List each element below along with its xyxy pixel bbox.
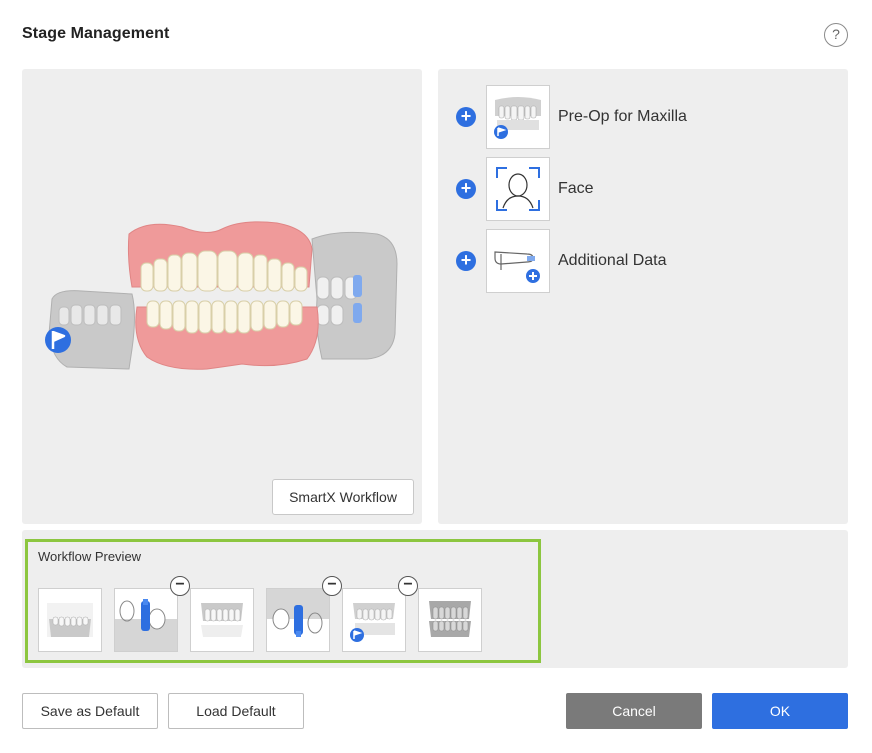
implant-marker	[353, 275, 362, 297]
cancel-button[interactable]: Cancel	[566, 693, 702, 729]
workflow-step[interactable]	[38, 588, 102, 652]
save-as-default-button[interactable]: Save as Default	[22, 693, 158, 729]
implant-marker	[353, 303, 362, 323]
stage-label: Additional Data	[558, 252, 667, 269]
dialog-title: Stage Management	[22, 25, 170, 42]
additional-data-icon	[494, 251, 540, 283]
maxilla-teeth-icon	[494, 97, 541, 139]
jaw-teeth-icon	[47, 603, 93, 637]
smartx-workflow-button[interactable]: SmartX Workflow	[272, 479, 414, 515]
stage-thumbnail[interactable]	[486, 85, 550, 149]
model-preview-panel: SmartX Workflow	[22, 69, 422, 524]
stage-label: Pre-Op for Maxilla	[558, 108, 687, 125]
jaw-teeth-icon	[201, 603, 243, 637]
jaw-teeth-icon	[429, 601, 471, 637]
workflow-step[interactable]	[266, 588, 330, 652]
dental-arch-illustration	[45, 221, 398, 370]
add-stage-button[interactable]: +	[456, 179, 476, 199]
workflow-step[interactable]	[342, 588, 406, 652]
workflow-preview-frame: Workflow Preview −	[25, 539, 541, 663]
workflow-preview-title: Workflow Preview	[38, 549, 142, 564]
lower-teeth	[146, 300, 303, 334]
remove-step-button[interactable]: −	[322, 576, 342, 596]
flag-marker-icon	[45, 327, 71, 353]
load-default-button[interactable]: Load Default	[168, 693, 304, 729]
stage-thumbnail[interactable]	[486, 229, 550, 293]
ok-button[interactable]: OK	[712, 693, 848, 729]
implant-icon	[115, 599, 177, 651]
maxilla-teeth-icon	[350, 603, 395, 642]
remove-step-button[interactable]: −	[170, 576, 190, 596]
remove-step-button[interactable]: −	[398, 576, 418, 596]
add-stage-button[interactable]: +	[456, 251, 476, 271]
workflow-step[interactable]	[114, 588, 178, 652]
stage-row-additional-data: + Additional Data	[456, 229, 667, 293]
add-stage-button[interactable]: +	[456, 107, 476, 127]
workflow-preview-panel: Workflow Preview −	[22, 530, 848, 668]
stage-thumbnail[interactable]	[486, 157, 550, 221]
face-scan-icon	[496, 167, 540, 211]
workflow-step[interactable]	[418, 588, 482, 652]
upper-teeth	[140, 250, 308, 292]
implant-icon	[267, 589, 329, 637]
stage-label: Face	[558, 180, 594, 197]
stage-row-pre-op-maxilla: + Pre-Op for Maxilla	[456, 85, 687, 149]
stage-list-panel: + Pre-Op for Maxilla +	[438, 69, 848, 524]
help-button[interactable]: ?	[824, 23, 848, 47]
stage-row-face: + Face	[456, 157, 594, 221]
workflow-step[interactable]	[190, 588, 254, 652]
